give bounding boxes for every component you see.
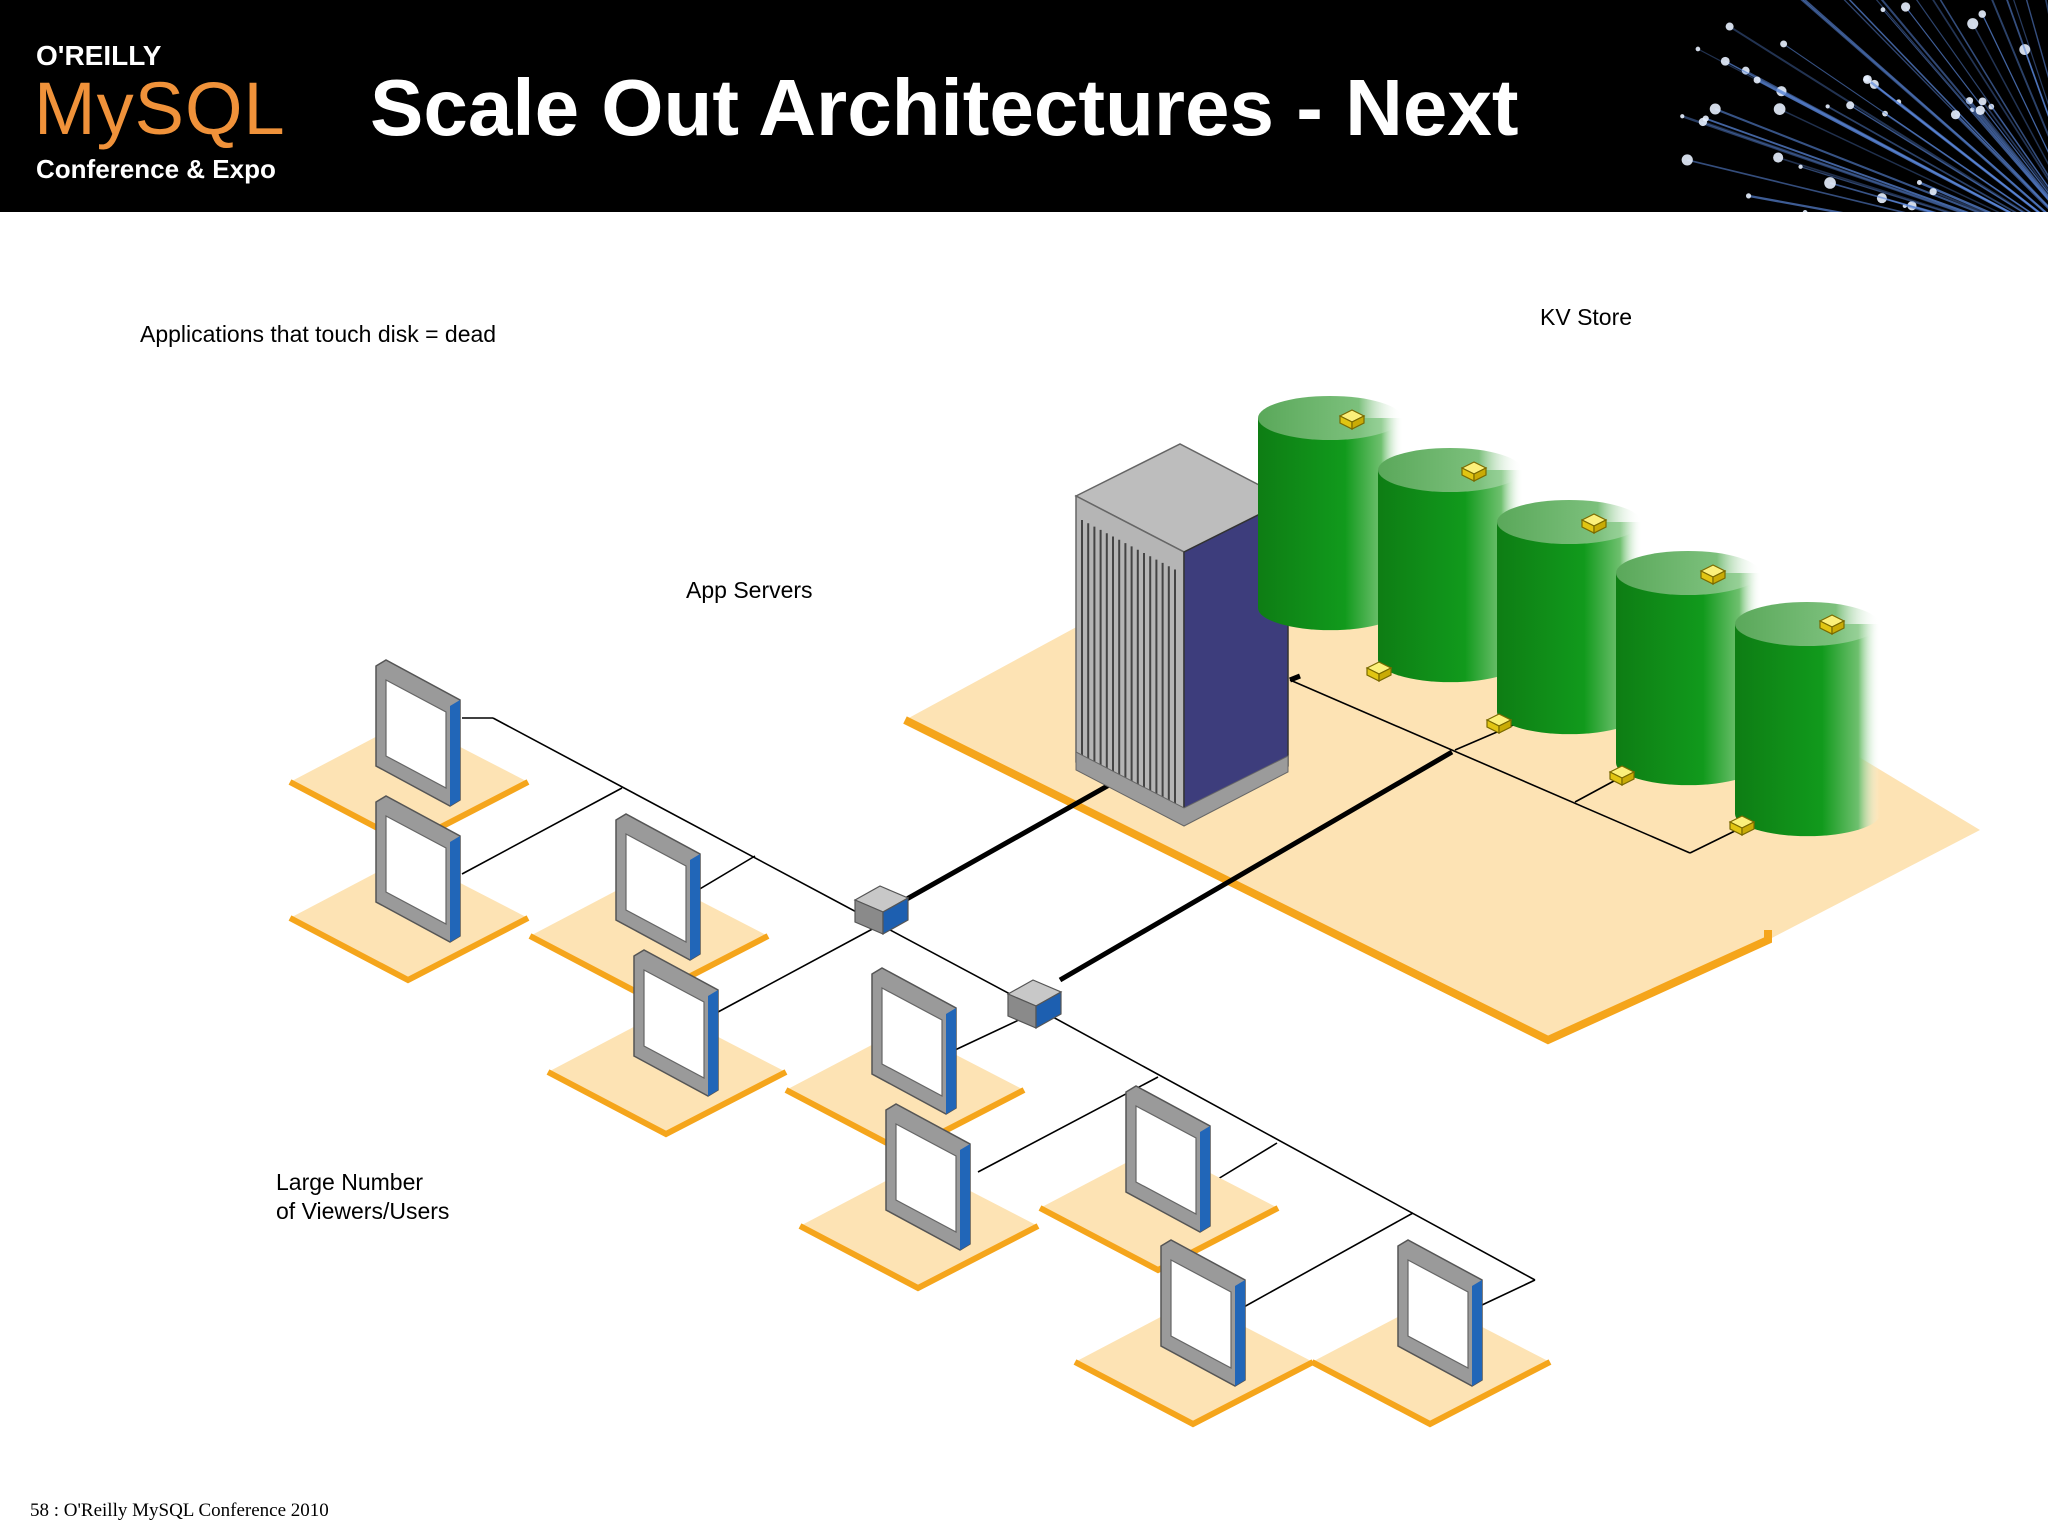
logo-event: Conference & Expo (36, 154, 276, 184)
fiber-optic-image (1680, 0, 2048, 212)
slide-header: O'REILLY MySQL Conference & Expo Scale O… (0, 0, 2048, 212)
network-switch-icon (1006, 979, 1063, 1030)
architecture-diagram (288, 396, 1980, 1428)
users-label-line2: of Viewers/Users (276, 1197, 450, 1224)
backbone-lines (903, 673, 1454, 983)
slide-footer: 58 : O'Reilly MySQL Conference 2010 (30, 1500, 329, 1521)
database-cylinder-icon (1497, 500, 1642, 735)
users-label: Large Number of Viewers/Users (276, 1168, 449, 1226)
database-cylinder-icon (1258, 396, 1403, 631)
client-terminals (288, 659, 1552, 1428)
monitor-terminal-icon (546, 949, 788, 1138)
database-cylinder-icon (1735, 602, 1880, 837)
monitor-terminal-icon (798, 1103, 1040, 1292)
monitor-terminal-icon (1038, 1085, 1280, 1274)
monitor-terminal-icon (288, 659, 530, 848)
monitor-terminal-icon (288, 795, 530, 984)
logo-product: MySQL (34, 67, 286, 150)
server-tower-icon (1074, 443, 1290, 827)
monitor-terminal-icon (1073, 1239, 1315, 1428)
app-servers-label: App Servers (686, 577, 813, 603)
note-label: Applications that touch disk = dead (140, 321, 497, 347)
network-lines (461, 679, 1746, 1309)
network-switch-icon (853, 885, 910, 936)
monitor-terminal-icon (784, 967, 1026, 1156)
slide-title: Scale Out Architectures - Next (370, 63, 1519, 152)
logo-publisher: O'REILLY (36, 40, 162, 71)
users-label-line1: Large Number (276, 1169, 424, 1195)
database-cylinder-icon (1616, 551, 1761, 786)
monitor-terminal-icon (1310, 1239, 1552, 1428)
mysql-conference-logo: O'REILLY MySQL Conference & Expo (34, 36, 296, 186)
kv-store-label: KV Store (1540, 304, 1633, 330)
database-cylinder-icon (1378, 448, 1523, 683)
kv-store-databases (1258, 396, 1880, 837)
